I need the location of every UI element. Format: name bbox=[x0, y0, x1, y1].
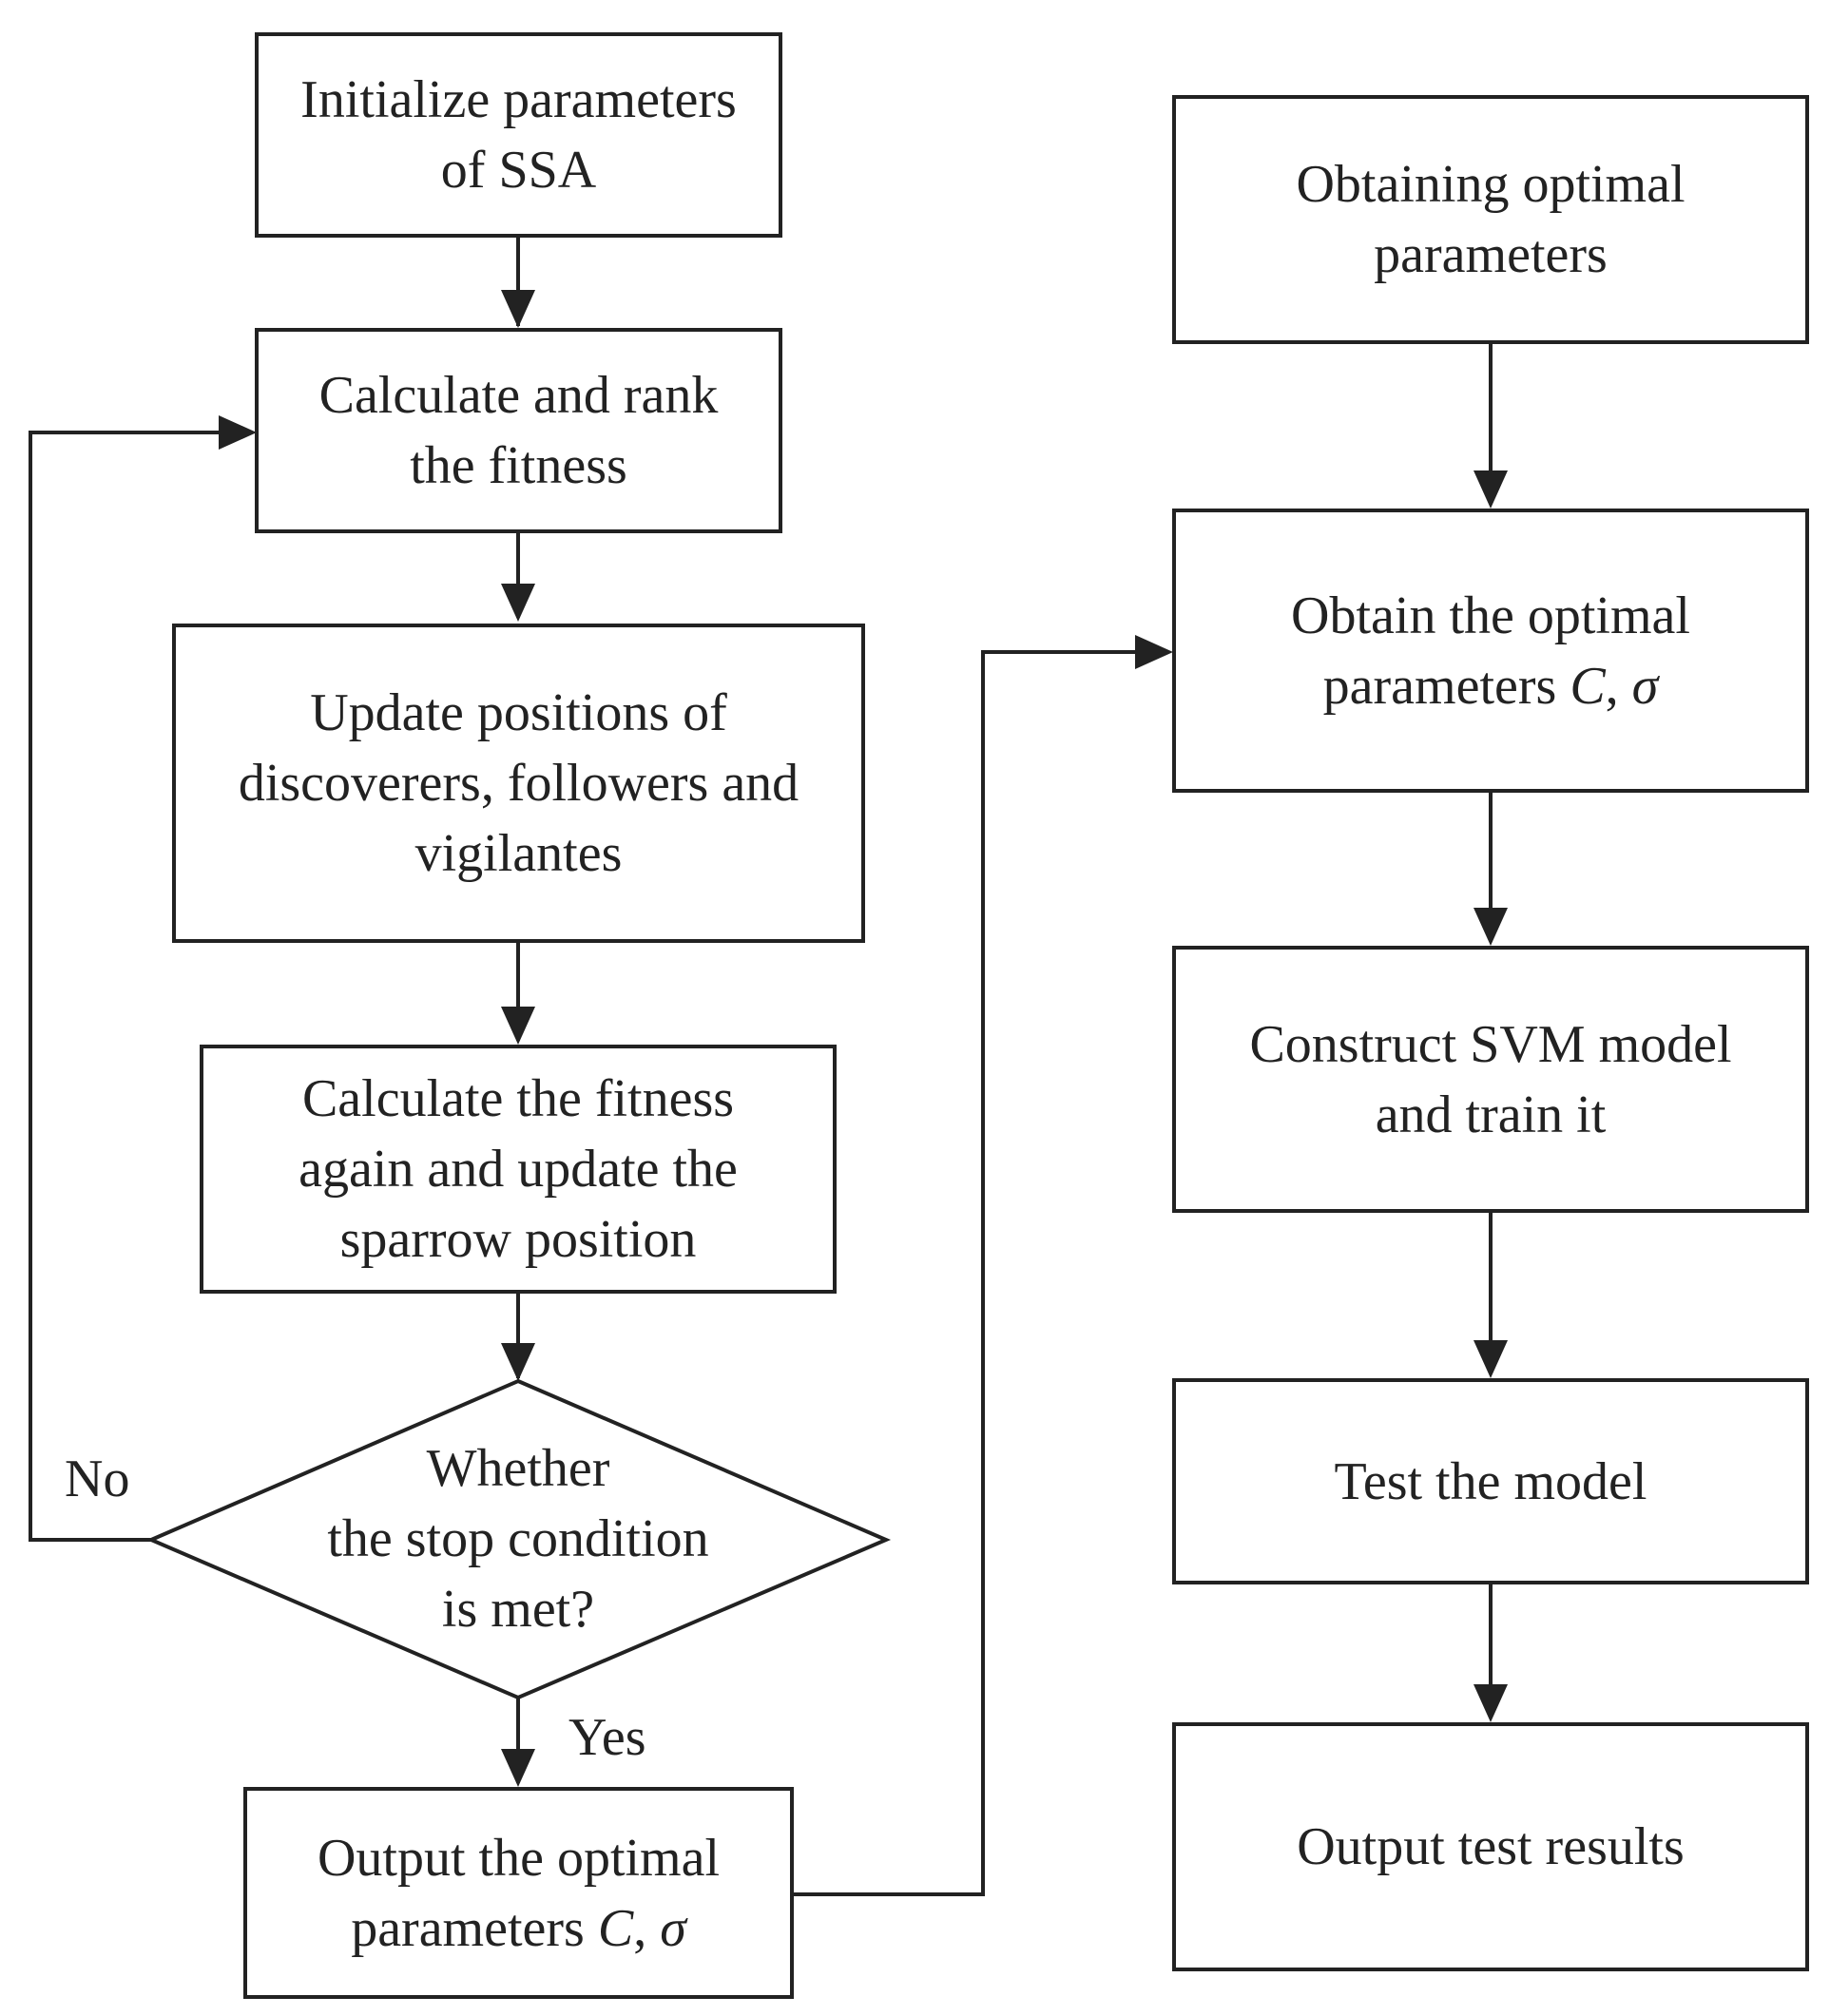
rank-line-2: the fitness bbox=[410, 436, 627, 495]
obtaining-line-2: parameters bbox=[1374, 225, 1608, 284]
decision-diamond bbox=[145, 1378, 892, 1700]
init-line-1: Initialize parameters bbox=[300, 70, 737, 129]
results-box: Output test results bbox=[1172, 1722, 1809, 1971]
arrowhead-test-to-results bbox=[1474, 1684, 1508, 1722]
init-box: Initialize parameters of SSA bbox=[255, 32, 782, 238]
recalc-line-1: Calculate the fitness bbox=[301, 1069, 735, 1128]
arrowhead-rank-to-update bbox=[501, 584, 535, 622]
yes-label: Yes bbox=[568, 1708, 646, 1767]
arrowhead-output-to-obtain bbox=[1135, 635, 1173, 669]
arrowhead-no-loop bbox=[219, 415, 257, 450]
output-box: Output the optimal parameters C, σ bbox=[243, 1787, 794, 1999]
arrowhead-recalc-to-decision bbox=[501, 1343, 535, 1381]
obtain-line-2: parameters C, σ bbox=[1291, 651, 1690, 721]
rank-box: Calculate and rank the fitness bbox=[255, 328, 782, 533]
update-box: Update positions of discoverers, followe… bbox=[172, 624, 865, 943]
output-line-2: parameters C, σ bbox=[318, 1893, 720, 1964]
obtaining-line-1: Obtaining optimal bbox=[1296, 155, 1686, 214]
output-param-sep: , bbox=[633, 1898, 661, 1958]
construct-box: Construct SVM model and train it bbox=[1172, 946, 1809, 1213]
arrow-no-loop bbox=[29, 431, 219, 1542]
update-line-3: vigilantes bbox=[414, 824, 623, 883]
arrowhead-obtain-to-construct bbox=[1474, 908, 1508, 946]
decision-line-2: the stop condition bbox=[327, 1509, 709, 1568]
decision-line-1: Whether bbox=[426, 1439, 610, 1498]
decision-text: Whether the stop condition is met? bbox=[233, 1433, 803, 1644]
output-line-2-prefix: parameters bbox=[351, 1898, 598, 1958]
obtain-param-c: C bbox=[1570, 656, 1606, 716]
output-param-sigma: σ bbox=[660, 1898, 686, 1958]
recalc-box: Calculate the fitness again and update t… bbox=[200, 1045, 837, 1294]
update-line-1: Update positions of bbox=[310, 683, 727, 742]
obtain-line-1: Obtain the optimal bbox=[1291, 586, 1690, 645]
arrowhead-construct-to-test bbox=[1474, 1340, 1508, 1378]
recalc-line-2: again and update the bbox=[299, 1140, 738, 1199]
output-line-1: Output the optimal bbox=[317, 1828, 721, 1888]
update-line-2: discoverers, followers and bbox=[238, 754, 799, 813]
arrowhead-update-to-recalc bbox=[501, 1007, 535, 1045]
test-line-1: Test the model bbox=[1334, 1451, 1647, 1511]
obtain-param-sigma: σ bbox=[1631, 656, 1659, 716]
output-param-c: C bbox=[597, 1898, 634, 1958]
obtain-box: Obtain the optimal parameters C, σ bbox=[1172, 509, 1809, 793]
no-label: No bbox=[65, 1450, 130, 1508]
obtaining-box: Obtaining optimal parameters bbox=[1172, 95, 1809, 344]
results-line-1: Output test results bbox=[1297, 1817, 1685, 1876]
rank-line-1: Calculate and rank bbox=[318, 366, 719, 425]
recalc-line-3: sparrow position bbox=[339, 1210, 697, 1269]
construct-line-2: and train it bbox=[1375, 1085, 1607, 1144]
construct-line-1: Construct SVM model bbox=[1249, 1014, 1732, 1074]
obtain-param-sep: , bbox=[1605, 656, 1632, 716]
decision-line-3: is met? bbox=[441, 1580, 595, 1639]
obtain-line-2-prefix: parameters bbox=[1322, 656, 1570, 716]
test-box: Test the model bbox=[1172, 1378, 1809, 1584]
arrowhead-init-to-rank bbox=[501, 290, 535, 328]
arrow-output-to-obtain bbox=[794, 650, 1135, 1896]
arrowhead-obtaining-to-obtain bbox=[1474, 470, 1508, 509]
init-line-2: of SSA bbox=[440, 141, 597, 200]
arrowhead-decision-to-output bbox=[501, 1749, 535, 1787]
